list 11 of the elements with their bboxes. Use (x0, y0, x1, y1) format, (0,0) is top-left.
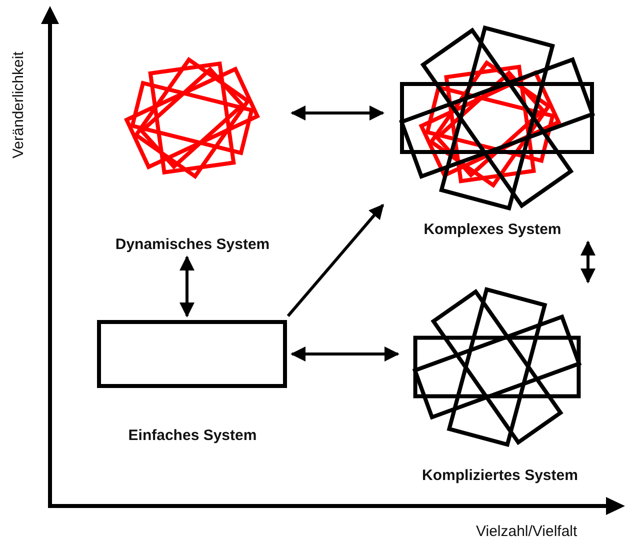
arrow (290, 346, 400, 362)
axis-label: Vielzahl/Vielfalt (476, 523, 578, 541)
arrow (290, 106, 384, 120)
arrow (580, 240, 596, 284)
system-label: Einfaches System (128, 426, 257, 446)
system-label: Komplexes System (424, 220, 562, 240)
arrow (180, 256, 194, 318)
axis-label: Veränderlichkeit (10, 52, 28, 158)
system-label: Dynamisches System (115, 235, 270, 255)
system-label: Kompliziertes System (422, 466, 578, 486)
arrow (286, 204, 384, 317)
